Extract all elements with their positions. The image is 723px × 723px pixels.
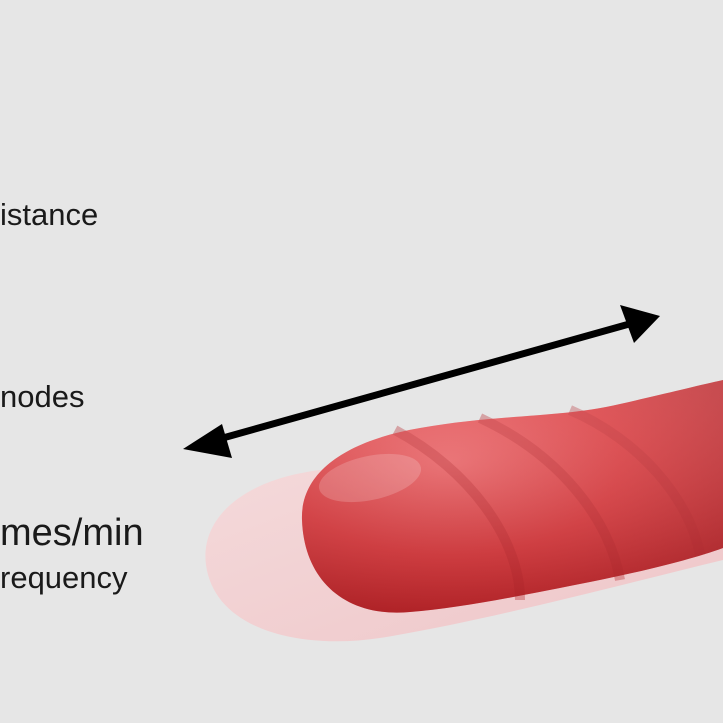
distance-label: istance [0,197,99,232]
times-per-min-label: mes/min [0,512,144,554]
modes-label: nodes [0,379,85,414]
product-shaft [301,380,723,613]
frequency-label: requency [0,560,128,595]
double-headed-arrow-icon [183,305,660,458]
